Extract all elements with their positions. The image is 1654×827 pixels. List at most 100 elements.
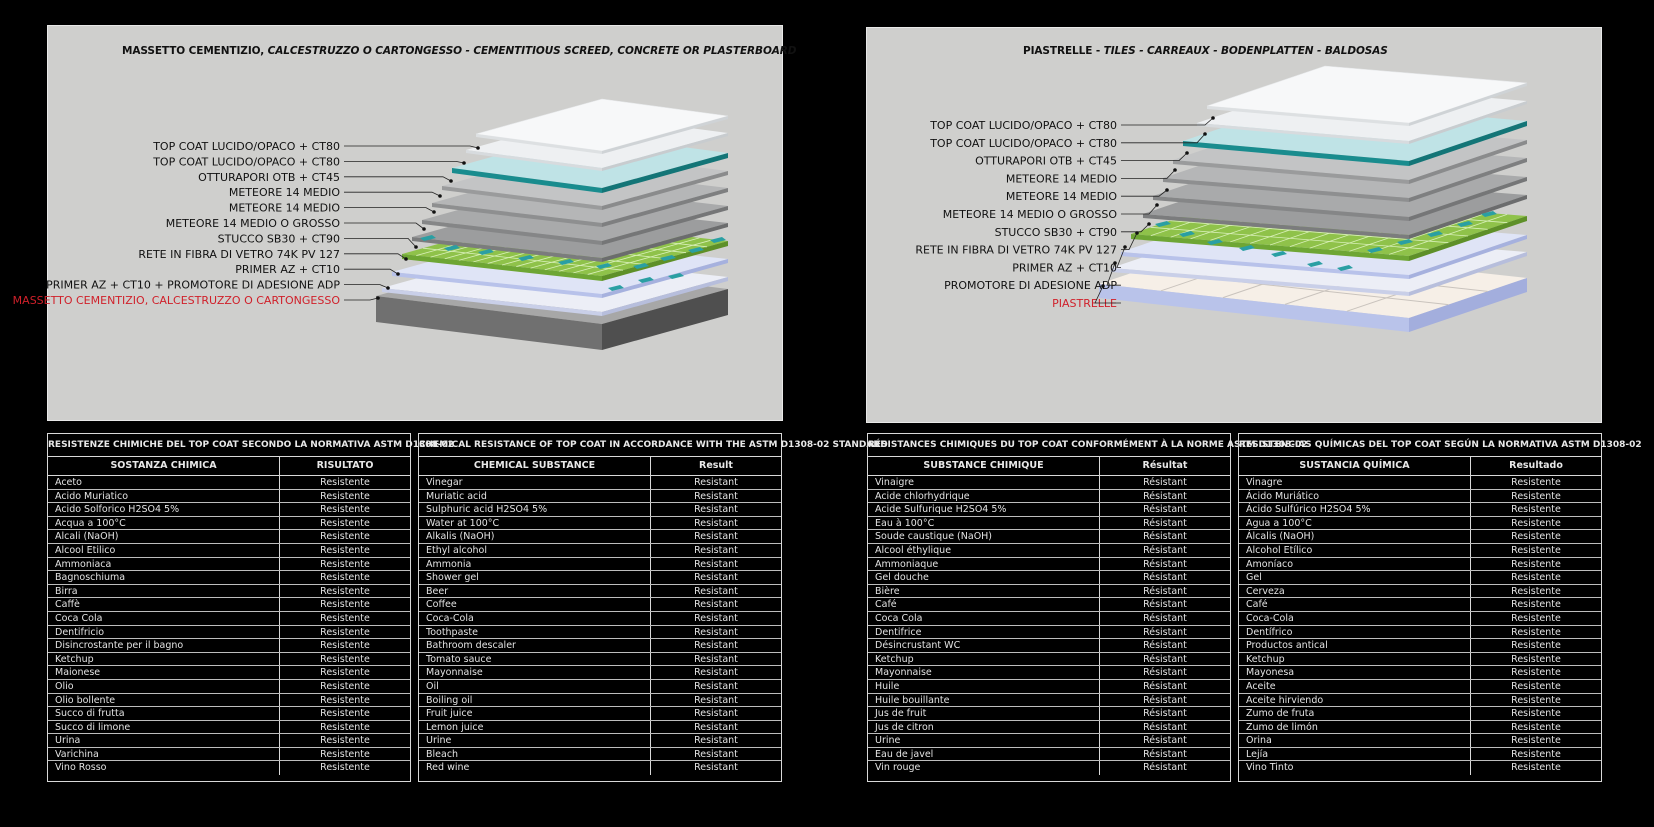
resistance-table-en: CHEMICAL RESISTANCE OF TOP COAT IN ACCOR… — [418, 433, 888, 782]
result-cell: Résistant — [1143, 612, 1187, 624]
substance-cell: Urine — [419, 734, 651, 747]
resin-chip — [638, 277, 654, 283]
substance-cell: Huile — [868, 679, 1100, 693]
table-row: Sulphuric acid H2SO4 5%Resistant — [419, 503, 781, 517]
table-row: Álcalis (NaOH)Resistente — [1239, 530, 1601, 544]
result-cell: Resistente — [320, 572, 370, 584]
layer-label: TOP COAT LUCIDO/OPACO + CT80 — [929, 119, 1117, 132]
result-cell: Resistente — [1511, 653, 1561, 665]
leader-line — [344, 145, 479, 149]
substance-cell: Boiling oil — [419, 693, 651, 707]
substance-cell: Ketchup — [48, 652, 280, 666]
result-cell: Resistente — [1511, 490, 1561, 502]
substance-cell: Beer — [419, 584, 651, 598]
result-cell: Resistant — [694, 653, 738, 665]
layer-label: METEORE 14 MEDIO — [229, 202, 341, 215]
substance-cell: Succo di frutta — [48, 707, 280, 720]
substance-cell: Lemon juice — [419, 720, 651, 734]
result-cell: Resistente — [1511, 735, 1561, 747]
result-cell: Resistente — [1511, 599, 1561, 611]
substance-cell: Gel — [1239, 571, 1471, 584]
result-cell: Résistant — [1143, 762, 1187, 774]
result-cell: Resistant — [694, 680, 738, 692]
resin-chip — [1481, 211, 1497, 217]
substance-cell: Huile bouillante — [868, 693, 1100, 707]
substance-cell: Vinaigre — [868, 476, 1100, 489]
result-cell: Resistente — [1511, 721, 1561, 733]
result-cell: Resistente — [320, 599, 370, 611]
result-cell: Resistente — [320, 531, 370, 543]
column-header-result: Resultado — [1509, 460, 1563, 471]
leader-line — [1121, 189, 1168, 197]
result-cell: Resistente — [320, 517, 370, 529]
substance-cell: Oil — [419, 679, 651, 693]
resistance-table-it: RESISTENZE CHIMICHE DEL TOP COAT SECONDO… — [47, 433, 454, 782]
layer-label: STUCCO SB30 + CT90 — [995, 226, 1117, 239]
substance-cell: Mayonesa — [1239, 666, 1471, 679]
result-cell: Resistant — [694, 694, 738, 706]
leader-dot — [1135, 231, 1139, 235]
leader-line — [344, 268, 399, 275]
substance-cell: Jus de fruit — [868, 707, 1100, 720]
substance-cell: Orina — [1239, 734, 1471, 747]
result-cell: Resistente — [1511, 612, 1561, 624]
leader-dot — [1211, 116, 1215, 120]
result-cell: Resistant — [694, 667, 738, 679]
substance-cell: Coca Cola — [868, 611, 1100, 625]
result-cell: Resistente — [1511, 748, 1561, 760]
table-row: Oil Resistant — [419, 679, 781, 694]
result-cell: Resistant — [694, 708, 738, 720]
table-row: Ácido Sulfúrico H2SO4 5%Resistente — [1239, 503, 1601, 517]
layer-label: METEORE 14 MEDIO — [229, 186, 341, 199]
result-cell: Resistente — [1511, 558, 1561, 570]
result-cell: Résistant — [1143, 490, 1187, 502]
layer-label: TOP COAT LUCIDO/OPACO + CT80 — [152, 140, 340, 153]
leader-line — [344, 176, 452, 182]
result-cell: Resistente — [1511, 585, 1561, 597]
result-cell: Resistente — [1511, 477, 1561, 488]
result-cell: Résistant — [1143, 748, 1187, 760]
layer-label: RETE IN FIBRA DI VETRO 74K PV 127 — [138, 248, 340, 261]
leader-line — [344, 222, 425, 230]
leader-line — [344, 207, 435, 213]
table-caption: RESISTENZE CHIMICHE DEL TOP COAT SECONDO… — [48, 434, 454, 457]
result-cell: Résistant — [1143, 558, 1187, 570]
result-cell: Résistant — [1143, 626, 1187, 638]
substance-cell: Water at 100°C — [419, 516, 651, 530]
result-cell: Résistant — [1143, 667, 1187, 679]
substance-cell: Ethyl alcohol — [419, 543, 651, 557]
leader-dot — [376, 296, 380, 300]
substance-cell: Olio — [48, 679, 280, 693]
result-cell: Resistente — [320, 653, 370, 665]
substance-cell: Coca-Cola — [1239, 611, 1471, 625]
resin-chip — [478, 249, 494, 255]
result-cell: Resistente — [320, 694, 370, 706]
substance-cell: Ammonia — [419, 557, 651, 571]
leader-dot — [1165, 188, 1169, 192]
result-cell: Resistente — [1511, 762, 1561, 774]
layer-label: OTTURAPORI OTB + CT45 — [198, 171, 340, 184]
leader-line — [1121, 223, 1150, 233]
resin-chip — [1155, 221, 1171, 227]
right-panel-title: PIASTRELLE - TILES - CARREAUX - BODENPLA… — [1023, 45, 1388, 57]
substance-cell: Cerveza — [1239, 584, 1471, 598]
result-cell: Resistente — [1511, 504, 1561, 516]
table-row: Boiling oil Resistant — [419, 693, 781, 708]
